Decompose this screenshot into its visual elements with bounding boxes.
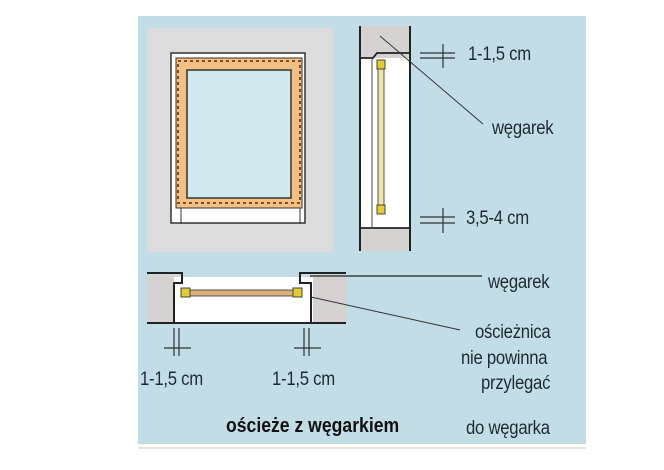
front-elevation	[147, 28, 333, 252]
diagram-title: ościeże z węgarkiem	[226, 415, 400, 437]
note-line-4: do węgarka	[466, 418, 550, 439]
label-wegarek-side: węgarek	[492, 118, 554, 139]
horizontal-section	[147, 272, 482, 356]
vertical-section	[359, 26, 484, 251]
dimension-label-plan-right: 1-1,5 cm	[272, 369, 335, 390]
note-line-3: przylegać	[481, 373, 551, 394]
dimension-label-plan-left: 1-1,5 cm	[140, 369, 203, 390]
dimension-label-top: 1-1,5 cm	[468, 44, 531, 65]
label-wegarek-plan: węgarek	[488, 272, 550, 293]
bottom-rule	[138, 447, 586, 449]
note-line-2: nie powinna	[461, 348, 548, 369]
note-line-1: ościeżnica	[475, 322, 551, 343]
dimension-label-bottom: 3,5-4 cm	[466, 208, 529, 229]
